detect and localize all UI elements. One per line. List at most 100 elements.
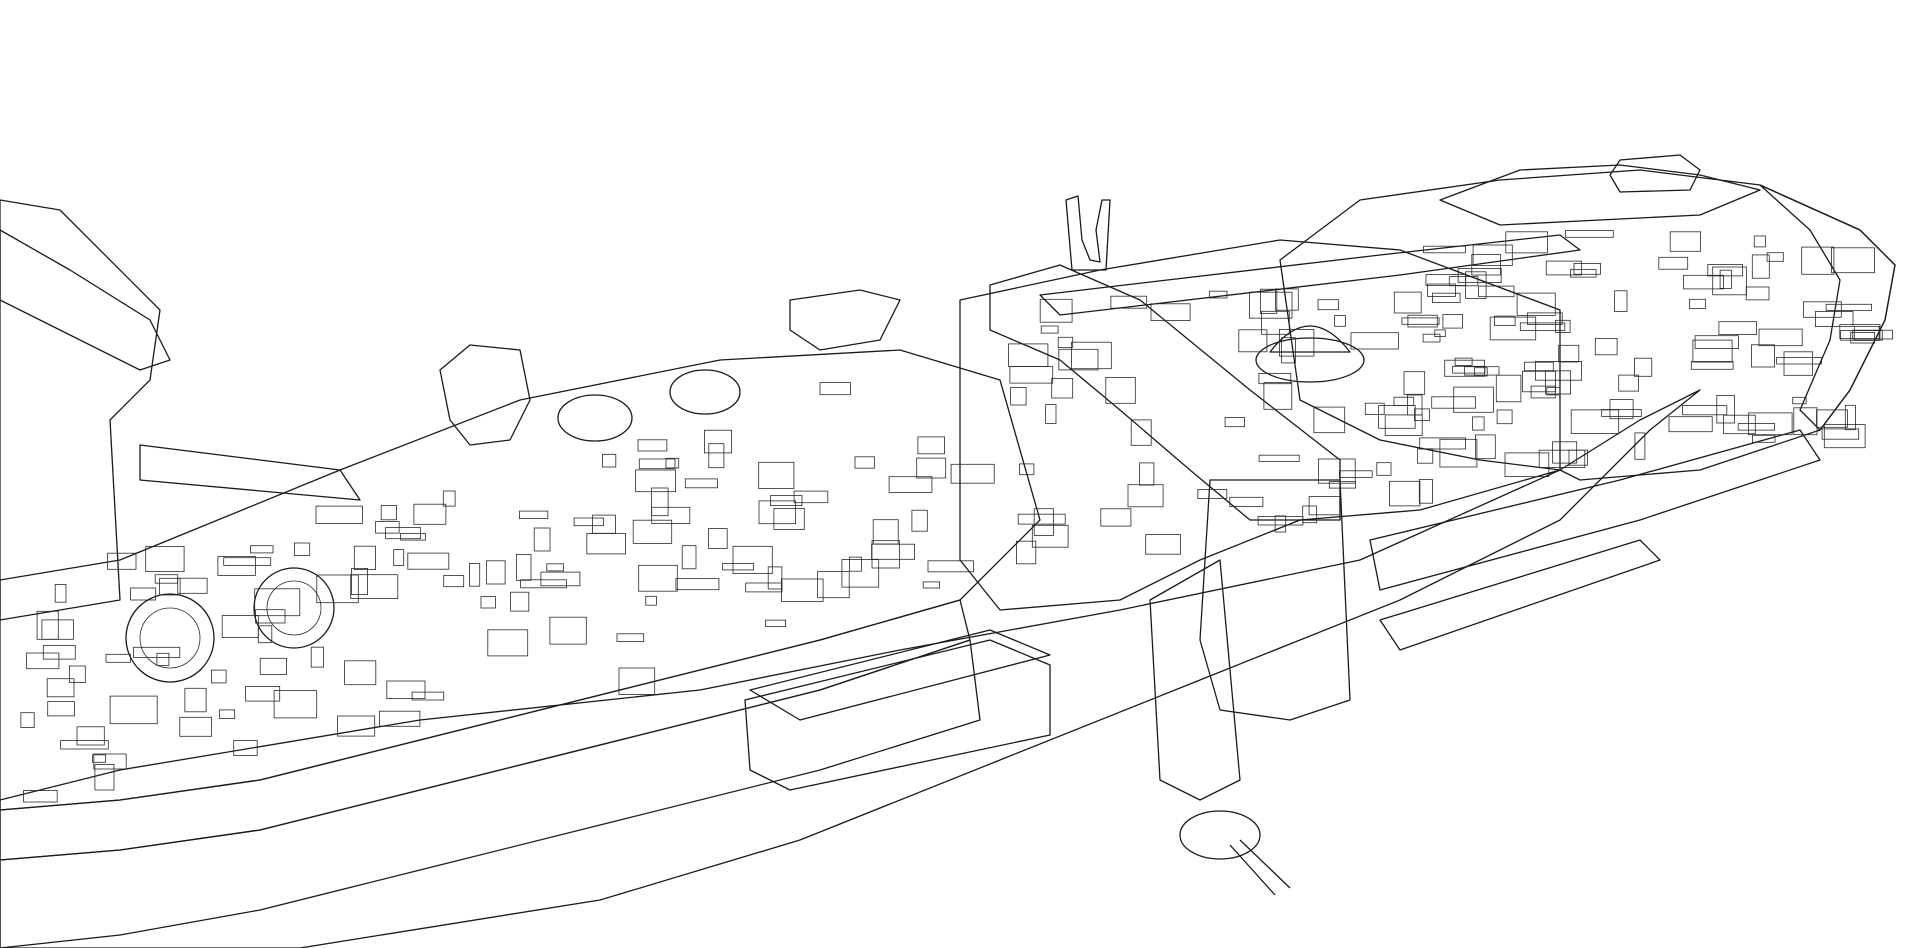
hull-panel bbox=[927, 560, 974, 573]
hull-panel bbox=[1524, 361, 1554, 372]
hull-panel bbox=[310, 646, 325, 668]
hull-panel bbox=[681, 545, 697, 570]
hull-panel bbox=[1260, 288, 1278, 314]
hull-panel bbox=[1752, 434, 1776, 443]
hull-panel bbox=[1573, 262, 1601, 275]
hull-panel bbox=[393, 549, 405, 566]
hull-panel bbox=[1249, 291, 1293, 319]
hull-panel bbox=[184, 687, 207, 713]
hull-panel bbox=[107, 552, 137, 570]
hull-panel bbox=[1555, 319, 1571, 333]
hull-panel bbox=[637, 439, 668, 452]
hull-panel bbox=[638, 564, 678, 592]
hull-panel bbox=[1257, 516, 1304, 526]
hull-panel bbox=[1238, 329, 1268, 353]
hull-panel bbox=[950, 463, 995, 484]
hull-panel bbox=[708, 443, 725, 469]
hull-panel bbox=[344, 660, 377, 686]
hangar-bay-row bbox=[1369, 429, 1821, 591]
hull-panel bbox=[46, 678, 75, 698]
hull-panel bbox=[516, 554, 532, 581]
hull-panel bbox=[211, 669, 227, 684]
hull-panel bbox=[1594, 337, 1618, 356]
hull-panel bbox=[1197, 489, 1228, 499]
hull-panel bbox=[154, 574, 179, 584]
mid-deck bbox=[959, 239, 1561, 611]
hull-panel bbox=[1793, 407, 1818, 436]
hull-panel bbox=[1407, 314, 1438, 328]
left-tower bbox=[0, 199, 161, 621]
hull-panel bbox=[1472, 244, 1513, 267]
hull-panel bbox=[1313, 406, 1346, 434]
forward-hull-top-ridge bbox=[1439, 164, 1761, 226]
hull-panel bbox=[1401, 317, 1440, 325]
bridge-column bbox=[1149, 559, 1241, 801]
hull-panel bbox=[1464, 366, 1500, 376]
hull-panel bbox=[1452, 365, 1486, 374]
hull-panel bbox=[1712, 266, 1747, 296]
hull-panel bbox=[1417, 448, 1434, 464]
hull-panel bbox=[1281, 337, 1296, 364]
hull-panel bbox=[217, 556, 256, 576]
hull-panel bbox=[1519, 322, 1566, 331]
hull-panel bbox=[254, 588, 301, 617]
hull-panel bbox=[1570, 269, 1597, 278]
hull-panel bbox=[684, 478, 718, 489]
hull-panel bbox=[378, 710, 421, 727]
hull-panel bbox=[1274, 515, 1287, 533]
hull-panel bbox=[1019, 463, 1035, 476]
hatch-ring-2-inner bbox=[266, 580, 322, 636]
hull-panel bbox=[1852, 329, 1893, 340]
hull-panel bbox=[93, 753, 127, 770]
hull-panel bbox=[651, 506, 691, 524]
hull-panel bbox=[1010, 387, 1027, 406]
left-trench bbox=[139, 444, 361, 501]
hull-panel bbox=[854, 456, 875, 469]
hull-panel bbox=[1504, 452, 1550, 477]
hull-panel bbox=[1393, 291, 1422, 314]
hull-panel bbox=[665, 457, 680, 469]
hull-panel bbox=[60, 740, 109, 750]
hull-panel bbox=[1031, 524, 1069, 548]
hull-panel bbox=[1748, 412, 1793, 436]
hull-panel bbox=[26, 652, 60, 670]
hull-panel bbox=[1209, 290, 1228, 299]
hull-panel bbox=[1546, 387, 1561, 396]
hull-panel bbox=[316, 574, 359, 604]
hull-panel bbox=[1792, 396, 1807, 405]
hull-panel bbox=[92, 754, 107, 763]
hull-panel bbox=[1689, 298, 1706, 309]
hull-panel bbox=[219, 709, 236, 719]
hull-panel bbox=[1130, 419, 1152, 446]
hull-panel bbox=[765, 619, 786, 627]
hull-panel bbox=[1552, 441, 1578, 464]
hull-panel bbox=[1538, 449, 1586, 468]
hull-panel bbox=[1442, 314, 1464, 329]
hull-panel bbox=[819, 382, 851, 396]
hull-panel bbox=[1040, 325, 1059, 334]
hull-panel bbox=[407, 552, 450, 570]
hull-panel bbox=[635, 469, 676, 493]
dome-right bbox=[669, 369, 741, 415]
hull-panel bbox=[442, 490, 456, 507]
hull-panel bbox=[1801, 246, 1835, 275]
dome-left bbox=[557, 394, 633, 442]
hull-panel bbox=[549, 616, 587, 645]
hull-panel bbox=[1418, 479, 1433, 504]
hull-panel bbox=[1694, 335, 1739, 349]
hull-panel bbox=[1033, 508, 1054, 536]
hull-panel bbox=[1716, 395, 1735, 424]
hull-panel bbox=[1618, 374, 1639, 392]
hull-panel bbox=[1039, 298, 1073, 323]
hull-panel bbox=[375, 521, 400, 534]
hull-panel bbox=[413, 503, 447, 525]
hull-panel bbox=[586, 533, 626, 555]
hull-panel bbox=[443, 575, 465, 588]
hull-panel bbox=[223, 557, 272, 566]
hull-panel bbox=[916, 457, 947, 479]
hull-panel bbox=[1634, 432, 1646, 460]
deck-edge-trim bbox=[0, 599, 971, 861]
hull-panel bbox=[1328, 481, 1356, 489]
hull-panel bbox=[1495, 374, 1522, 403]
hull-panel bbox=[841, 559, 880, 588]
